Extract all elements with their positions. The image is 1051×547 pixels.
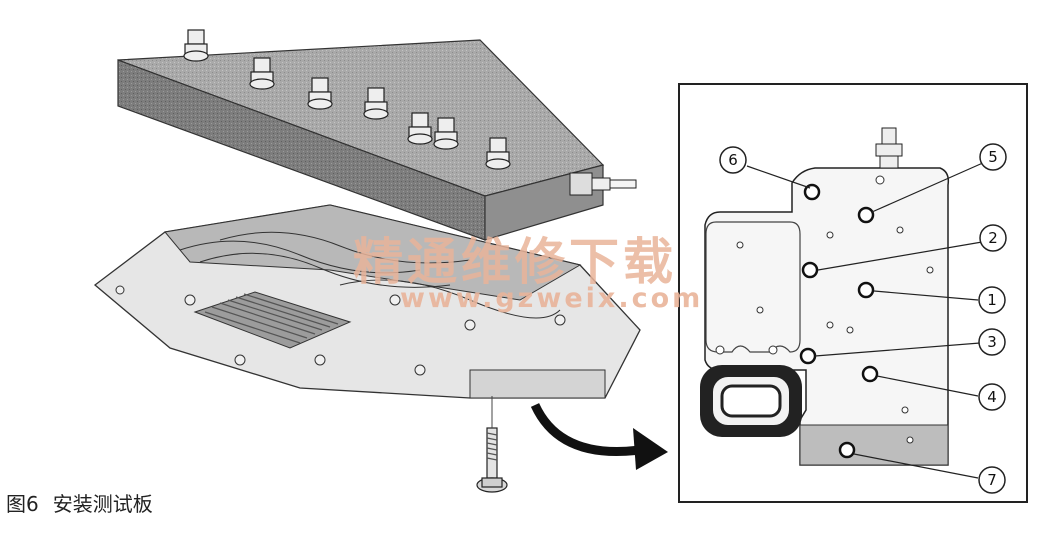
svg-text:3: 3 <box>987 333 997 351</box>
watermark-url: www.gzweix.com <box>400 283 704 314</box>
mounting-bolt <box>476 427 508 493</box>
figure-title: 安装测试板 <box>52 492 153 516</box>
callout-4: 4 <box>978 383 1006 411</box>
curved-arrow <box>530 403 668 470</box>
callout-3: 3 <box>978 328 1006 356</box>
svg-text:1: 1 <box>987 291 997 309</box>
watermark-text: 精通维修下载 <box>353 232 677 291</box>
ribbed-plate <box>193 291 352 349</box>
figure-caption: 图6 安装测试板 <box>6 488 153 517</box>
svg-text:5: 5 <box>988 148 998 166</box>
svg-text:6: 6 <box>728 151 738 169</box>
callout-7: 7 <box>978 466 1006 494</box>
test-plate <box>117 29 637 241</box>
svg-text:7: 7 <box>987 471 997 489</box>
svg-text:4: 4 <box>987 388 997 406</box>
svg-text:2: 2 <box>988 229 998 247</box>
callout-6: 6 <box>719 146 747 174</box>
callout-1: 1 <box>978 286 1006 314</box>
side-fitting <box>569 172 637 196</box>
electrical-connector <box>700 365 802 437</box>
detail-top-fitting <box>875 127 903 169</box>
callout-5: 5 <box>979 143 1007 171</box>
callout-2: 2 <box>979 224 1007 252</box>
figure-number: 图6 <box>6 492 39 516</box>
pressure-fittings <box>183 29 511 170</box>
valve-body <box>93 204 641 399</box>
